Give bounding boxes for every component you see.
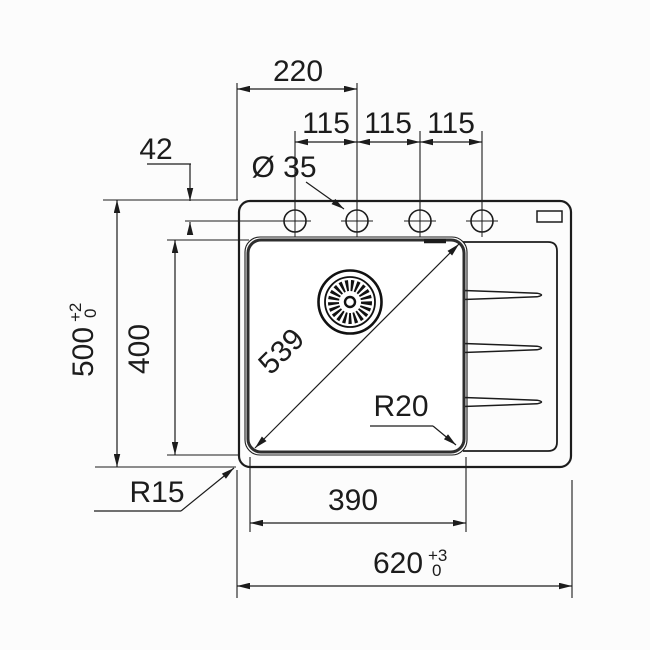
tap-holes <box>279 205 498 237</box>
tap-hole <box>279 205 311 237</box>
dim-220-label: 220 <box>273 55 323 88</box>
drainer-groove <box>463 396 543 408</box>
bowl-outer-line <box>244 236 468 456</box>
dim-hole-diameter-label: Ø 35 <box>251 151 316 184</box>
dimension-hole-diameter: Ø 35 <box>251 151 345 210</box>
dim-400-label: 400 <box>123 324 156 374</box>
logo-plate <box>536 210 563 223</box>
drain-hub <box>343 295 357 309</box>
tap-hole <box>466 205 498 237</box>
dimension-115-spacing: 115 115 115 <box>294 107 483 209</box>
dim-115-label: 115 <box>364 107 412 140</box>
dim-500-tol-lower: 0 <box>81 309 100 318</box>
leader-line <box>432 425 457 446</box>
tap-hole <box>404 205 436 237</box>
dim-r20-label: R20 <box>373 390 428 423</box>
outer-sink-outline <box>237 199 573 469</box>
dim-42-label: 42 <box>139 133 172 166</box>
dim-115-label: 115 <box>427 107 475 140</box>
dimension-r15: R15 <box>94 467 235 512</box>
dimension-r20: R20 <box>370 390 457 446</box>
dimension-220: 220 <box>236 55 358 209</box>
dimension-line <box>254 243 460 449</box>
dimension-500: 500 +2 0 <box>66 199 238 468</box>
leader-line <box>305 181 345 210</box>
dim-390-label: 390 <box>328 484 378 517</box>
dim-620-label: 620 <box>373 547 423 580</box>
dimension-620: 620 +3 0 <box>236 470 573 598</box>
dim-r15-label: R15 <box>129 476 184 509</box>
drainboard-outline <box>463 241 558 452</box>
dim-115-label: 115 <box>302 107 350 140</box>
tap-hole <box>341 205 373 237</box>
dim-620-tol-lower: 0 <box>432 561 441 580</box>
leader-line <box>180 467 235 512</box>
dim-500-tol-upper: +2 <box>66 303 85 322</box>
dim-620-tol-upper: +3 <box>428 546 447 565</box>
dimension-400: 400 <box>123 239 249 456</box>
drainer-groove <box>463 289 543 301</box>
dimension-390: 390 <box>249 457 467 532</box>
dim-500-label: 500 <box>67 327 100 377</box>
drainer-groove <box>463 342 543 354</box>
dimension-42: 42 <box>139 133 281 235</box>
